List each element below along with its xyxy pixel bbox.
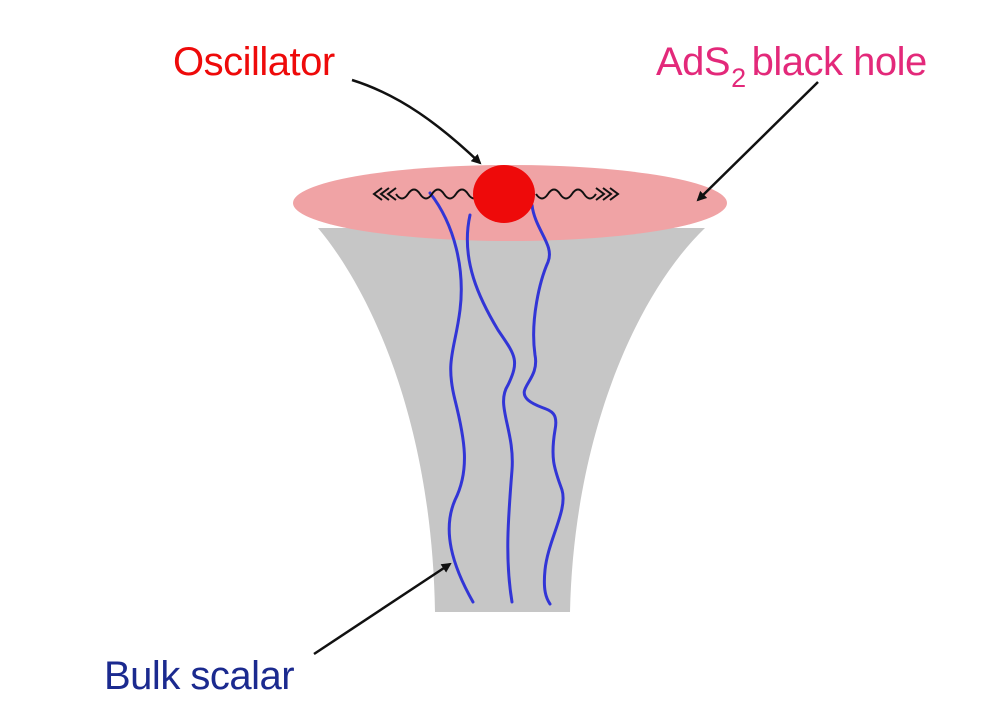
wavy-arrow-right-icon xyxy=(535,187,620,201)
bulk-string-left xyxy=(428,191,475,604)
ads-label-subscript: 2 xyxy=(731,63,746,93)
bulk-string-middle xyxy=(465,213,517,604)
oscillator-ball xyxy=(473,165,535,223)
bulk-scalar-pointer-arrow xyxy=(313,562,452,656)
ads-throat xyxy=(318,228,705,612)
bulk-string-right xyxy=(522,203,565,606)
black-hole-pointer-arrow xyxy=(696,81,819,202)
wavy-arrow-left-icon xyxy=(372,187,481,201)
bulk-scalar-strings xyxy=(428,191,565,606)
oscillator-label: Oscillator xyxy=(173,40,335,84)
bulk-scalar-label: Bulk scalar xyxy=(104,654,295,698)
ads-label-main: AdS xyxy=(656,40,731,84)
oscillator-pointer-arrow xyxy=(351,78,482,165)
ads-label-rest: black hole xyxy=(751,40,928,84)
